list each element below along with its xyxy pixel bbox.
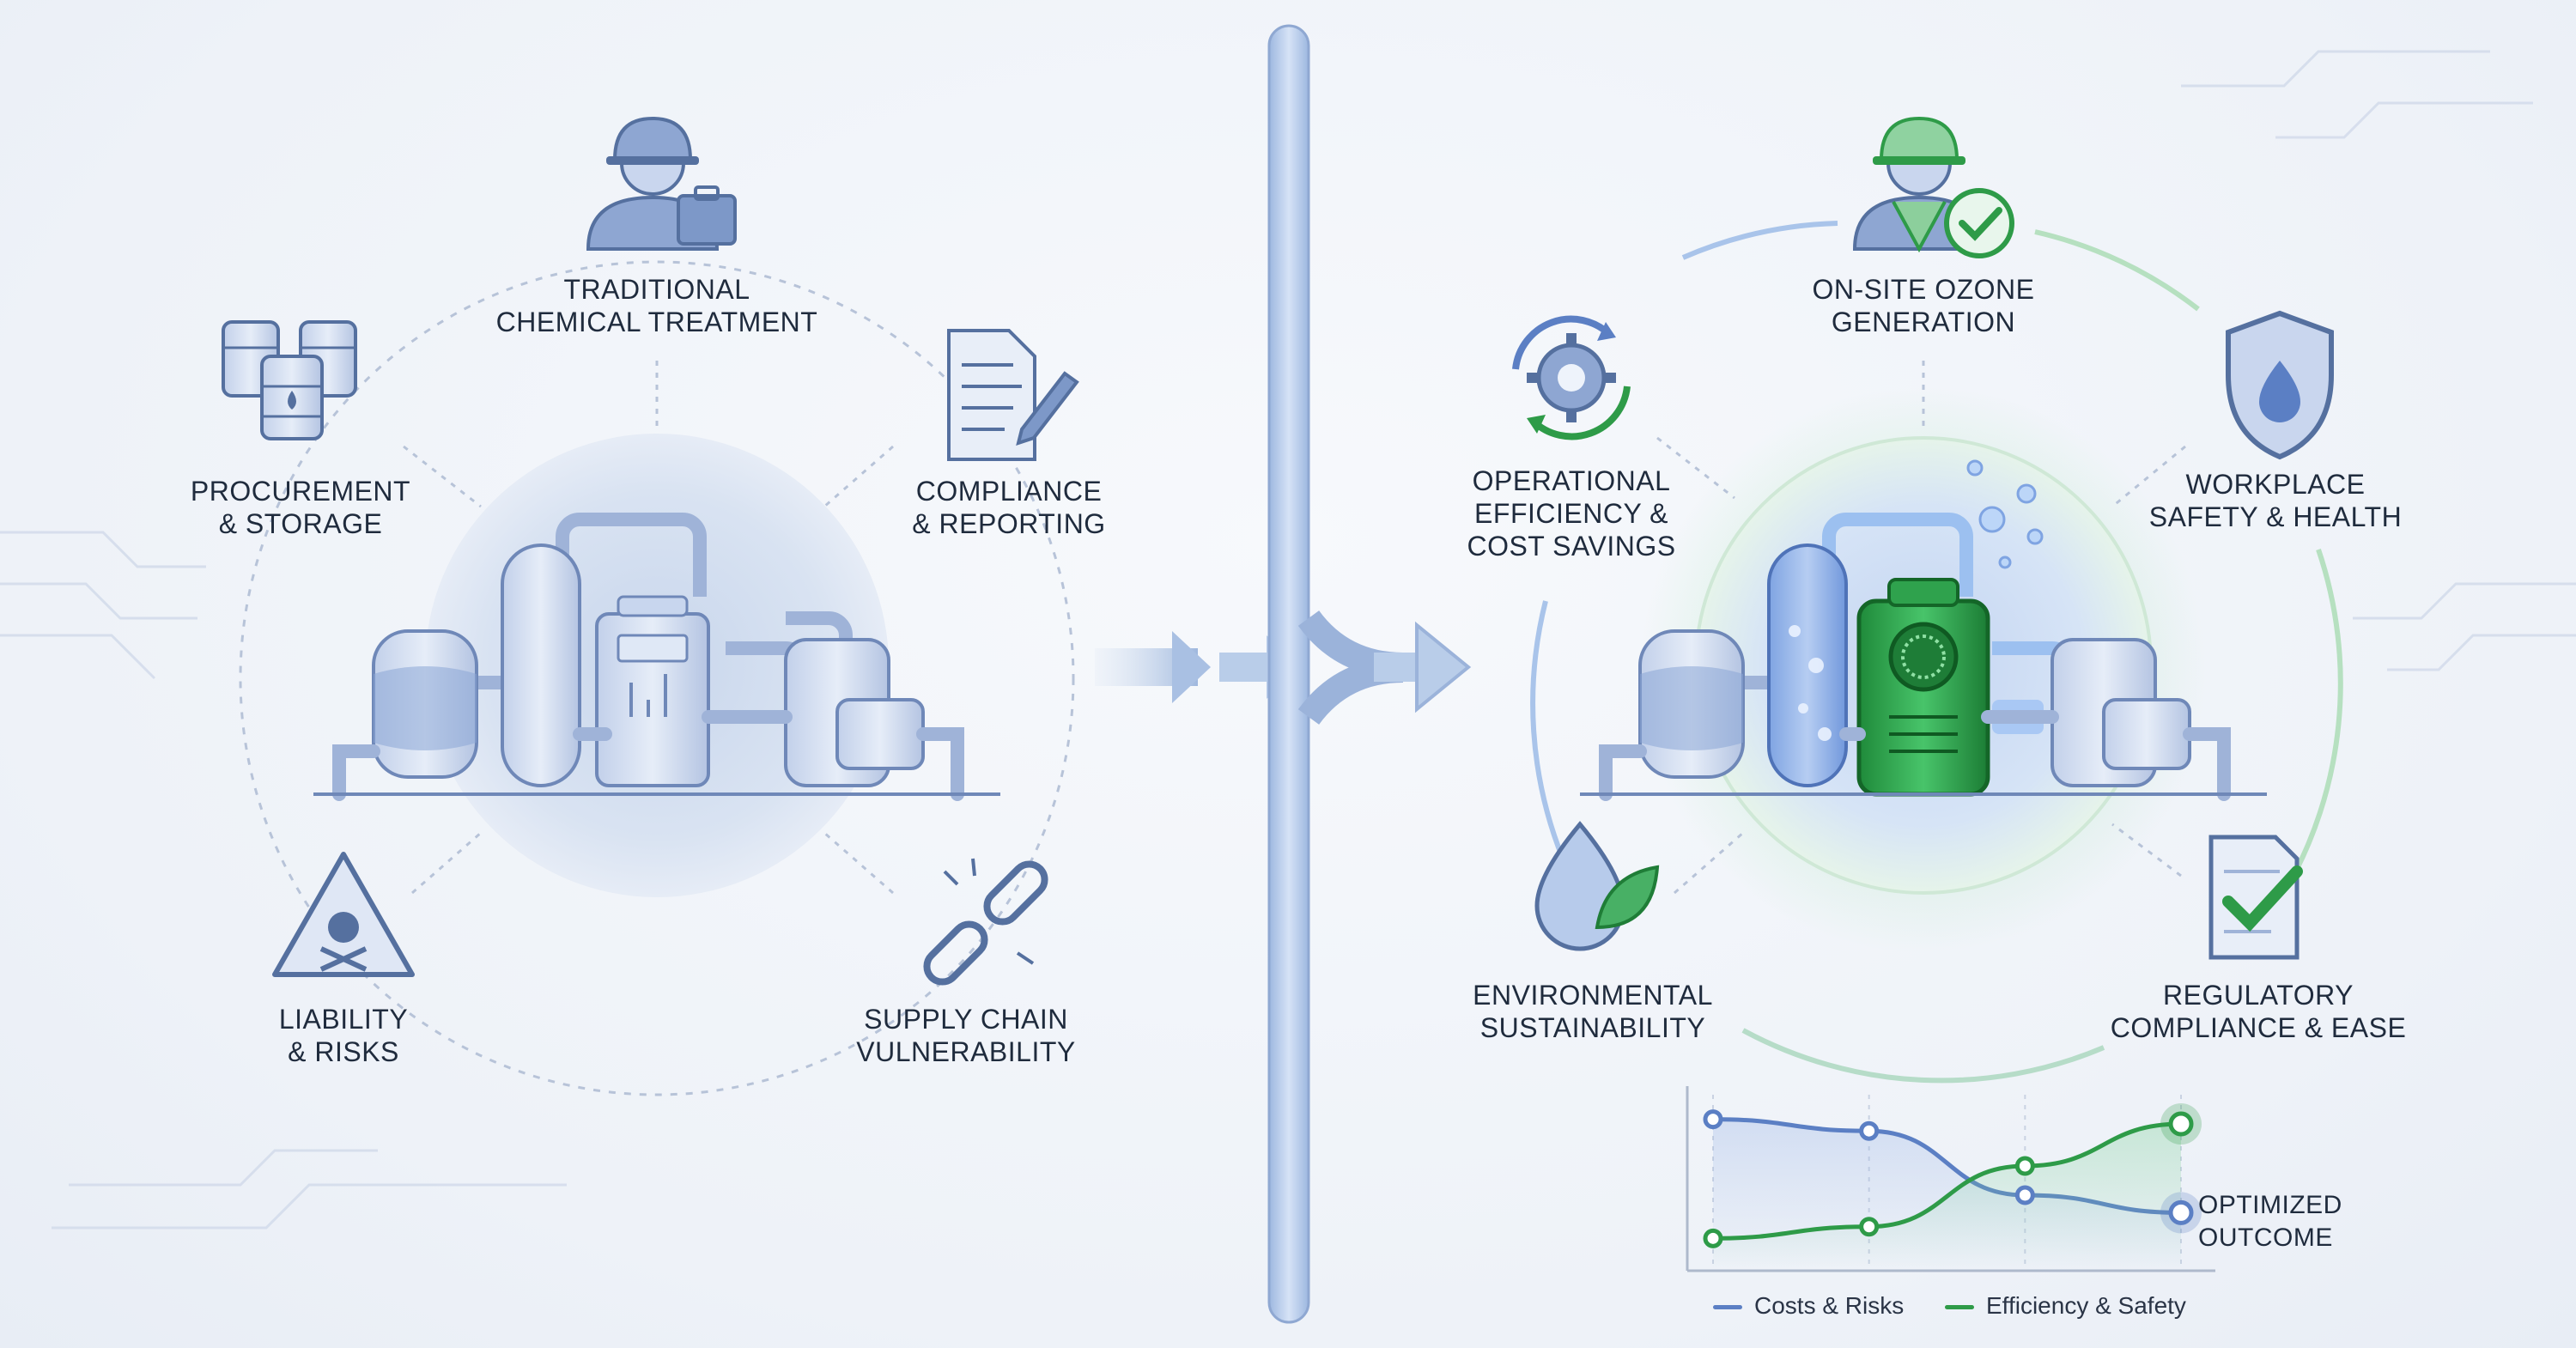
broken-chain-icon	[923, 858, 1048, 986]
legend-swatch-blue	[1713, 1305, 1742, 1310]
procurement-storage-label: PROCUREMENT& STORAGE	[190, 476, 411, 539]
checklist-icon	[2208, 835, 2303, 960]
legend-swatch-green	[1945, 1305, 1974, 1310]
legend-costs-risks: Costs & Risks	[1713, 1292, 1904, 1320]
compliance-reporting-label: COMPLIANCE& REPORTING	[912, 476, 1106, 539]
chart-point	[1703, 1109, 1723, 1130]
outcome-chart	[1686, 1086, 2215, 1272]
gear-cycle-icon	[1512, 315, 1631, 440]
chart-point	[2014, 1185, 2035, 1205]
worker-briefcase-icon	[586, 116, 737, 251]
chart-point	[1703, 1228, 1723, 1248]
chart-point	[1859, 1120, 1880, 1141]
ozone-plant-illustration	[1580, 459, 2267, 801]
chart-point	[2168, 1111, 2194, 1137]
transition-arrow	[1095, 24, 1472, 1324]
circuit-traces	[0, 50, 2576, 1230]
chart-point	[1859, 1217, 1880, 1237]
ozone-panel	[1512, 116, 2343, 1272]
water-leaf-icon	[1534, 821, 1660, 951]
traditional-panel	[222, 116, 1079, 1096]
chart-point	[2014, 1156, 2035, 1176]
document-pen-icon	[947, 329, 1079, 461]
divider-bar	[1267, 24, 1310, 1324]
hazard-skull-icon	[272, 852, 415, 977]
legend-efficiency-safety: Efficiency & Safety	[1945, 1292, 2186, 1320]
chemical-barrels-icon	[222, 320, 357, 440]
chart-line-series-1	[1712, 1121, 2182, 1241]
liability-risks-label: LIABILITY& RISKS	[278, 1004, 409, 1067]
chart-point	[2168, 1199, 2194, 1225]
worker-check-icon	[1852, 116, 2014, 258]
shield-drop-icon	[2226, 310, 2334, 460]
left-dashed-ring	[239, 260, 1075, 1096]
